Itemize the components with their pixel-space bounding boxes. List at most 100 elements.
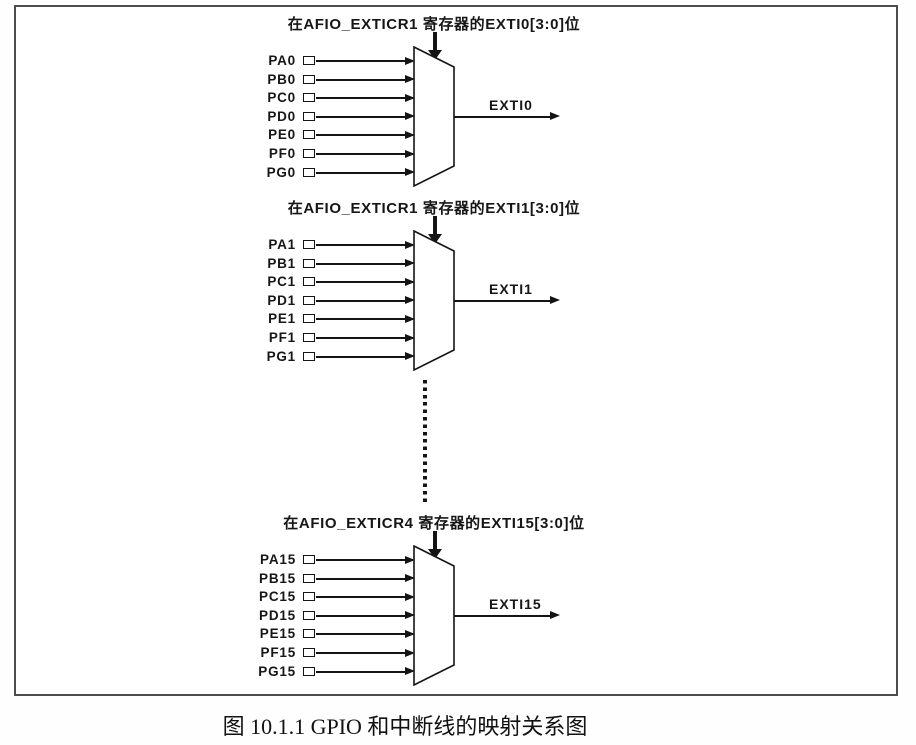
input-row: PD15 bbox=[0, 512, 916, 698]
selector-arrow-icon bbox=[433, 531, 437, 550]
input-line bbox=[316, 670, 406, 673]
input-row: PG1 bbox=[0, 197, 916, 383]
input-line bbox=[316, 97, 406, 100]
input-row: PA15 bbox=[0, 512, 916, 698]
pad-square-icon bbox=[303, 130, 315, 140]
pad-square-icon bbox=[303, 93, 315, 103]
input-pin-label: PF1 bbox=[268, 330, 296, 345]
register-bits-title: 在AFIO_EXTICR4 寄存器的EXTI15[3:0]位 bbox=[283, 515, 585, 532]
input-line bbox=[316, 78, 406, 81]
input-row: PA1 bbox=[0, 197, 916, 383]
input-line bbox=[316, 60, 406, 62]
input-row: PE1 bbox=[0, 197, 916, 383]
pad-square-icon bbox=[303, 610, 315, 620]
output-arrowhead-icon bbox=[550, 296, 560, 304]
input-row: PB0 bbox=[0, 13, 916, 199]
input-row: PC0 bbox=[0, 13, 916, 199]
input-line bbox=[316, 244, 406, 246]
input-line bbox=[316, 262, 406, 265]
output-label: EXTI1 bbox=[489, 281, 533, 297]
input-pin-label: PB0 bbox=[267, 71, 296, 87]
input-arrowhead-icon bbox=[405, 611, 415, 620]
output-label: EXTI0 bbox=[489, 97, 533, 113]
pad-square-icon bbox=[303, 74, 315, 84]
mux-shape bbox=[413, 545, 455, 686]
input-line bbox=[316, 355, 406, 358]
input-line bbox=[316, 134, 406, 137]
pad-square-icon bbox=[303, 240, 315, 249]
pad-square-icon bbox=[303, 629, 315, 639]
input-pin-label: PC15 bbox=[259, 589, 296, 605]
diagram-border bbox=[14, 5, 898, 696]
selector-arrowhead-icon bbox=[428, 234, 442, 244]
input-arrowhead-icon bbox=[405, 75, 415, 84]
pad-square-icon bbox=[303, 277, 315, 287]
pad-square-icon bbox=[303, 351, 315, 361]
input-row: PC15 bbox=[0, 512, 916, 698]
output-line bbox=[454, 116, 551, 118]
input-row: PF1 bbox=[0, 197, 916, 383]
pad-square-icon bbox=[303, 56, 315, 65]
input-row: PE0 bbox=[0, 13, 916, 199]
output-arrowhead-icon bbox=[550, 611, 560, 619]
pad-square-icon bbox=[303, 111, 315, 121]
input-arrowhead-icon bbox=[405, 259, 415, 268]
input-arrowhead-icon bbox=[405, 667, 415, 676]
input-arrowhead-icon bbox=[405, 648, 415, 657]
input-pin-label: PB15 bbox=[259, 570, 296, 586]
input-pin-label: PD0 bbox=[267, 108, 296, 124]
input-row: PG15 bbox=[0, 512, 916, 698]
pad-square-icon bbox=[303, 555, 315, 564]
input-arrowhead-icon bbox=[405, 574, 415, 583]
pad-square-icon bbox=[303, 314, 315, 324]
input-arrowhead-icon bbox=[405, 629, 415, 638]
input-pin-label: PA15 bbox=[260, 552, 296, 567]
input-arrowhead-icon bbox=[405, 333, 415, 342]
input-arrowhead-icon bbox=[405, 130, 415, 139]
input-pin-label: PC0 bbox=[267, 90, 296, 106]
input-row: PA0 bbox=[0, 13, 916, 199]
input-arrowhead-icon bbox=[405, 314, 415, 323]
input-pin-label: PE15 bbox=[259, 626, 296, 642]
input-pin-label: PA0 bbox=[268, 53, 296, 68]
input-arrowhead-icon bbox=[405, 296, 415, 305]
pad-square-icon bbox=[303, 333, 315, 342]
pad-square-icon bbox=[303, 258, 315, 268]
input-row: PE15 bbox=[0, 512, 916, 698]
input-line bbox=[316, 299, 406, 302]
output-arrowhead-icon bbox=[550, 112, 560, 120]
input-line bbox=[316, 153, 406, 155]
input-line bbox=[316, 337, 406, 339]
input-line bbox=[316, 577, 406, 580]
input-row: PC1 bbox=[0, 197, 916, 383]
input-arrowhead-icon bbox=[405, 240, 415, 249]
input-line bbox=[316, 559, 406, 561]
input-pin-label: PE1 bbox=[268, 311, 296, 327]
output-line bbox=[454, 300, 551, 302]
input-arrowhead-icon bbox=[405, 93, 415, 102]
register-bits-title: 在AFIO_EXTICR1 寄存器的EXTI1[3:0]位 bbox=[287, 200, 581, 217]
input-pin-label: PC1 bbox=[267, 274, 296, 290]
input-pin-label: PG15 bbox=[258, 663, 296, 679]
input-arrowhead-icon bbox=[405, 277, 415, 286]
mux-shape bbox=[413, 46, 455, 187]
figure-caption: 图 10.1.1 GPIO 和中断线的映射关系图 bbox=[222, 714, 588, 739]
pad-square-icon bbox=[303, 149, 315, 158]
input-row: PB15 bbox=[0, 512, 916, 698]
selector-arrowhead-icon bbox=[428, 549, 442, 559]
vertical-ellipsis-dots bbox=[423, 380, 427, 505]
mux-shape bbox=[413, 230, 455, 371]
pad-square-icon bbox=[303, 167, 315, 177]
input-row: PG0 bbox=[0, 13, 916, 199]
selector-arrow-icon bbox=[433, 32, 437, 51]
input-arrowhead-icon bbox=[405, 592, 415, 601]
input-line bbox=[316, 171, 406, 174]
pad-square-icon bbox=[303, 295, 315, 305]
mux-block-exti15: 在AFIO_EXTICR4 寄存器的EXTI15[3:0]位 EXTI15 PA… bbox=[0, 512, 916, 698]
input-arrowhead-icon bbox=[405, 168, 415, 177]
input-row: PD1 bbox=[0, 197, 916, 383]
input-arrowhead-icon bbox=[405, 352, 415, 361]
